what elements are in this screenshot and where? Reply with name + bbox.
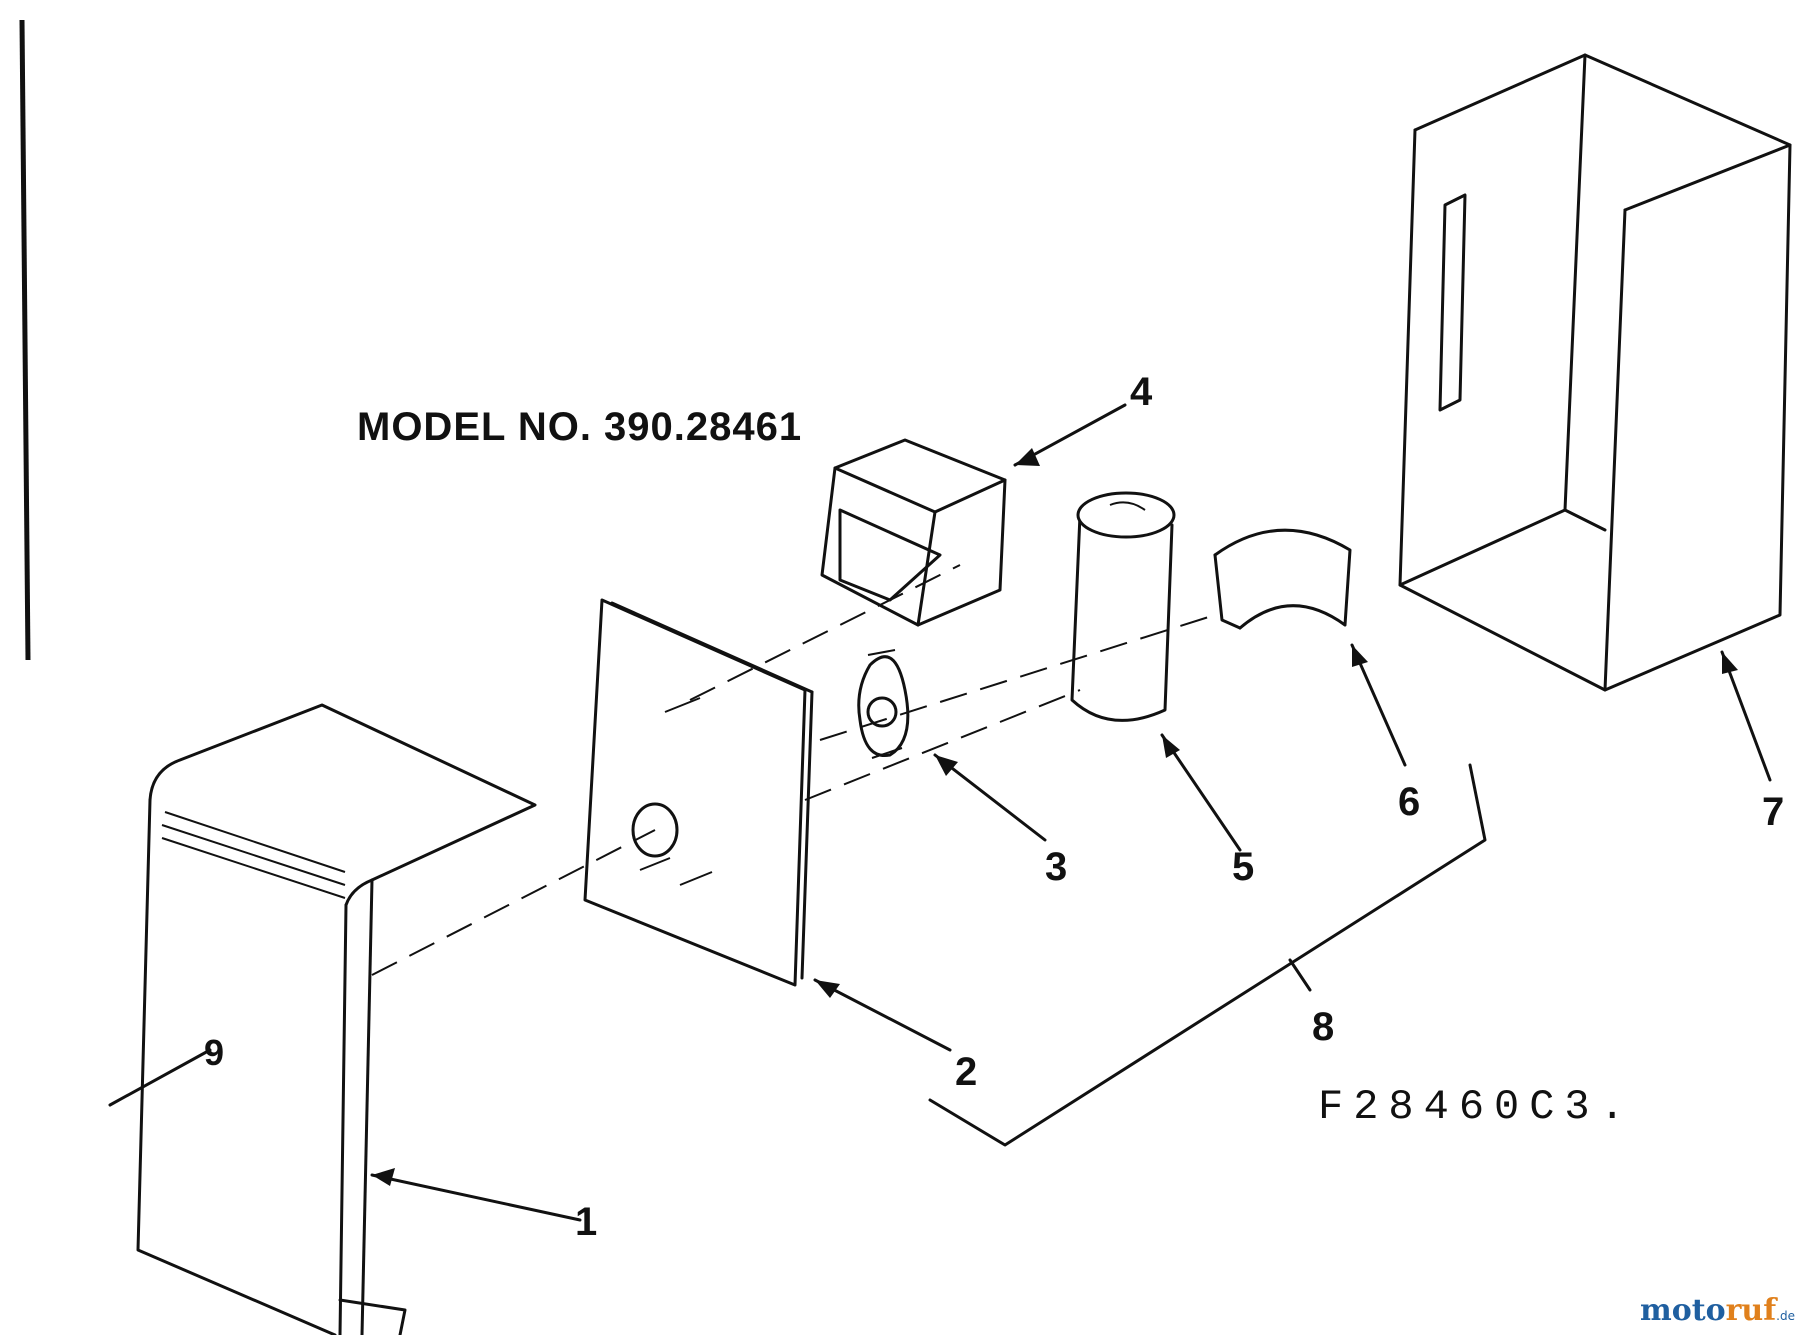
part-2-mounting-plate — [583, 598, 814, 987]
callout-5: 5 — [1232, 845, 1254, 889]
part-6-clamp-strap — [1213, 528, 1352, 630]
part-1-front-cover — [136, 703, 537, 1335]
callout-1: 1 — [575, 1200, 597, 1244]
part-4-relay-box — [820, 438, 1007, 627]
part-5-capacitor — [1070, 491, 1176, 722]
leader-arrows — [108, 403, 1772, 1222]
callout-4: 4 — [1130, 370, 1153, 414]
part-7-rear-housing — [1398, 53, 1792, 692]
figure-code: F28460C3. — [1318, 1083, 1635, 1131]
model-number-label: MODEL NO. 390.28461 — [357, 405, 802, 449]
callout-7: 7 — [1762, 790, 1784, 834]
part-8-assembly-bracket — [928, 763, 1487, 1147]
scan-edge — [19, 19, 31, 661]
callout-3: 3 — [1045, 845, 1067, 889]
callout-9: 9 — [204, 1032, 224, 1073]
part-callouts: 1 2 3 4 5 6 7 8 9 — [204, 370, 1784, 1244]
alignment-lines — [371, 564, 1216, 976]
callout-6: 6 — [1398, 780, 1420, 824]
svg-text:motoruf.de: motoruf.de — [1640, 1293, 1795, 1328]
callout-8: 8 — [1312, 1005, 1334, 1049]
part-3-switch — [857, 649, 910, 759]
callout-2: 2 — [955, 1050, 977, 1094]
watermark-logo: motoruf.de — [1640, 1293, 1795, 1328]
